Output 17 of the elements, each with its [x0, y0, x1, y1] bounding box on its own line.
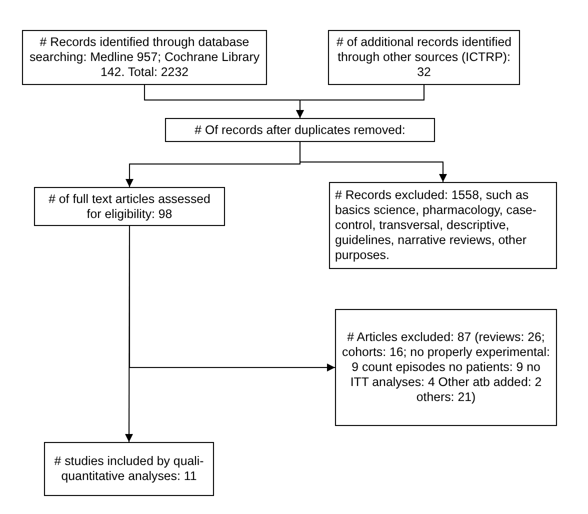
- box-text: # Records excluded: 1558, such as basics science, pharmacology, case-control, transversal, descriptive, guidelines, narrative reviews, other purposes.: [335, 188, 538, 263]
- process-box: [34, 187, 225, 226]
- box-text: # Records identified through database searching: Medline 957; Cochrane Library 142. Total: 2232: [28, 35, 261, 80]
- process-box: [44, 442, 214, 496]
- box-text: # of full text articles assessed for eligibility: 98: [48, 192, 212, 222]
- process-box: [328, 30, 520, 85]
- connector-arrow: [300, 142, 447, 182]
- process-box: [22, 30, 267, 85]
- process-box: [335, 309, 557, 426]
- process-box: [165, 118, 435, 142]
- box-text: # Of records after duplicates removed:: [194, 122, 406, 138]
- process-box: [329, 182, 557, 269]
- box-text: # Articles excluded: 87 (reviews: 26; cohorts: 16; no properly experimental: 9 count episodes no patients: 9 no ITT analyses: 4 Other atb added: 2 others: 21): [341, 330, 551, 405]
- box-text: # of additional records identified through other sources (ICTRP): 32: [336, 35, 512, 80]
- connector-arrow: [125, 226, 134, 442]
- box-text: # studies included by quali-quantitative analyses: 11: [53, 454, 205, 484]
- connector-arrow: [296, 84, 424, 118]
